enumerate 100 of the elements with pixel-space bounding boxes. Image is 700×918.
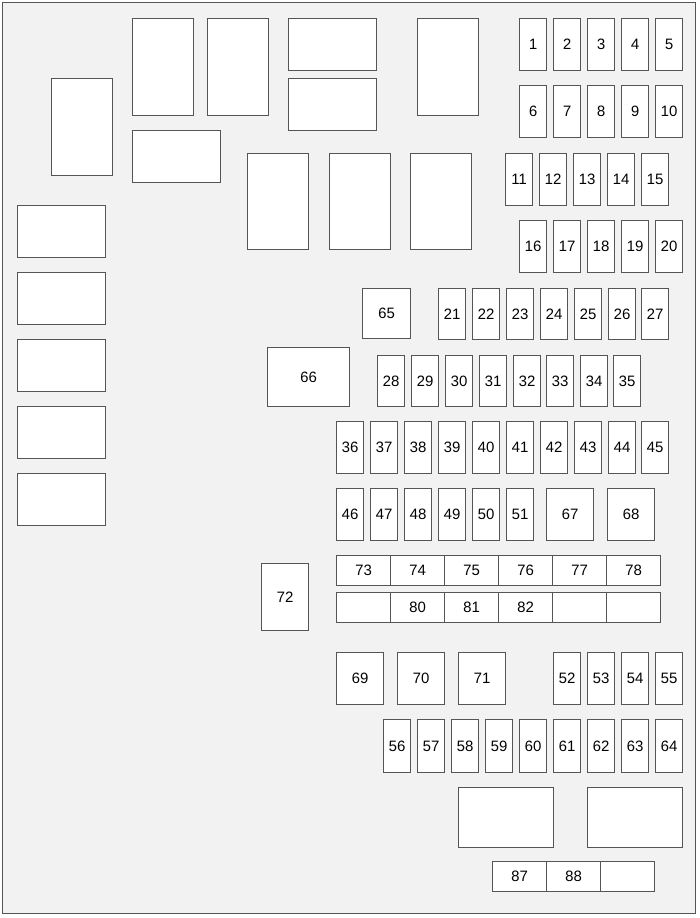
empty-slot	[17, 272, 106, 325]
fuse-slot: 12	[539, 153, 567, 206]
fuse-slot: 4	[621, 18, 649, 71]
empty-slot	[417, 18, 479, 116]
fuse-slot: 26	[608, 288, 636, 340]
fuse-slot: 54	[621, 652, 649, 705]
empty-slot	[288, 18, 377, 71]
fuse-slot: 80	[390, 592, 445, 623]
fuse-slot: 17	[553, 220, 581, 273]
fuse-slot: 30	[445, 355, 473, 407]
fuse-slot: 8	[587, 85, 615, 138]
fuse-slot: 1	[519, 18, 547, 71]
fuse-slot: 73	[336, 555, 391, 586]
fuse-slot: 2	[553, 18, 581, 71]
empty-slot	[51, 78, 113, 176]
fuse-slot: 45	[641, 421, 669, 474]
fuse-slot: 49	[438, 488, 466, 541]
fuse-slot: 37	[370, 421, 398, 474]
fuse-slot: 75	[444, 555, 499, 586]
empty-slot	[329, 153, 391, 250]
empty-slot	[17, 205, 106, 258]
fuse-slot: 29	[411, 355, 439, 407]
fuse-slot: 15	[641, 153, 669, 206]
empty-slot	[410, 153, 472, 250]
fuse-slot: 58	[451, 719, 479, 773]
fuse-slot: 32	[513, 355, 541, 407]
fuse-slot: 41	[506, 421, 534, 474]
fuse-slot: 70	[397, 652, 445, 705]
fuse-slot: 19	[621, 220, 649, 273]
fuse-slot: 53	[587, 652, 615, 705]
fuse-slot: 57	[417, 719, 445, 773]
fuse-slot: 40	[472, 421, 500, 474]
fuse-slot: 56	[383, 719, 411, 773]
fuse-slot: 33	[546, 355, 574, 407]
fuse-slot: 23	[506, 288, 534, 340]
fuse-slot: 6	[519, 85, 547, 138]
fuse-slot: 43	[574, 421, 602, 474]
fuse-slot: 72	[261, 563, 309, 631]
fuse-slot: 44	[608, 421, 636, 474]
empty-slot	[458, 787, 554, 848]
fuse-slot: 87	[492, 861, 547, 892]
fuse-slot: 52	[553, 652, 581, 705]
fuse-slot: 9	[621, 85, 649, 138]
fuse-slot: 71	[458, 652, 506, 705]
fuse-slot: 76	[498, 555, 553, 586]
fuse-slot: 11	[505, 153, 533, 206]
fuse-slot: 16	[519, 220, 547, 273]
fuse-slot: 68	[607, 488, 655, 541]
fuse-slot: 13	[573, 153, 601, 206]
fuse-slot: 82	[498, 592, 553, 623]
fuse-slot: 7	[553, 85, 581, 138]
fuse-slot: 5	[655, 18, 683, 71]
fuse-slot: 34	[580, 355, 608, 407]
fuse-slot: 64	[655, 719, 683, 773]
fuse-slot: 65	[362, 288, 411, 339]
fuse-slot: 35	[613, 355, 641, 407]
fuse-slot: 62	[587, 719, 615, 773]
fuse-slot: 77	[552, 555, 607, 586]
fuse-slot: 14	[607, 153, 635, 206]
empty-slot	[132, 130, 221, 183]
empty-slot	[207, 18, 269, 116]
fuse-slot: 81	[444, 592, 499, 623]
fuse-slot: 51	[506, 488, 534, 541]
fuse-slot: 24	[540, 288, 568, 340]
fuse-slot: 67	[546, 488, 594, 541]
fuse-slot: 28	[377, 355, 405, 407]
fuse-slot: 22	[472, 288, 500, 340]
fuse-slot: 61	[553, 719, 581, 773]
empty-slot	[587, 787, 683, 848]
fuse-slot: 27	[641, 288, 669, 340]
fuse-slot: 63	[621, 719, 649, 773]
fuse-slot: 18	[587, 220, 615, 273]
fuse-slot: 21	[438, 288, 466, 340]
fuse-slot: 48	[404, 488, 432, 541]
empty-slot	[288, 78, 377, 131]
empty-slot	[17, 339, 106, 392]
empty-slot	[17, 473, 106, 526]
fuse-slot: 10	[655, 85, 683, 138]
fuse-slot: 3	[587, 18, 615, 71]
fuse-slot: 46	[336, 488, 364, 541]
fuse-slot: 74	[390, 555, 445, 586]
fuse-slot: 25	[574, 288, 602, 340]
empty-slot	[17, 406, 106, 459]
fuse-slot: 20	[655, 220, 683, 273]
empty-slot	[132, 18, 194, 116]
fuse-slot: 38	[404, 421, 432, 474]
fuse-slot: 42	[540, 421, 568, 474]
fuse-slot: 66	[267, 347, 350, 407]
fuse-slot: 59	[485, 719, 513, 773]
fuse-slot: 31	[479, 355, 507, 407]
empty-slot	[247, 153, 309, 250]
fuse-slot: 88	[546, 861, 601, 892]
fuse-slot: 69	[336, 652, 384, 705]
fuse-slot: 60	[519, 719, 547, 773]
fuse-slot: 39	[438, 421, 466, 474]
fuse-slot: 47	[370, 488, 398, 541]
fuse-slot: 50	[472, 488, 500, 541]
fuse-slot: 55	[655, 652, 683, 705]
fuse-slot: 36	[336, 421, 364, 474]
fuse-slot: 78	[606, 555, 661, 586]
